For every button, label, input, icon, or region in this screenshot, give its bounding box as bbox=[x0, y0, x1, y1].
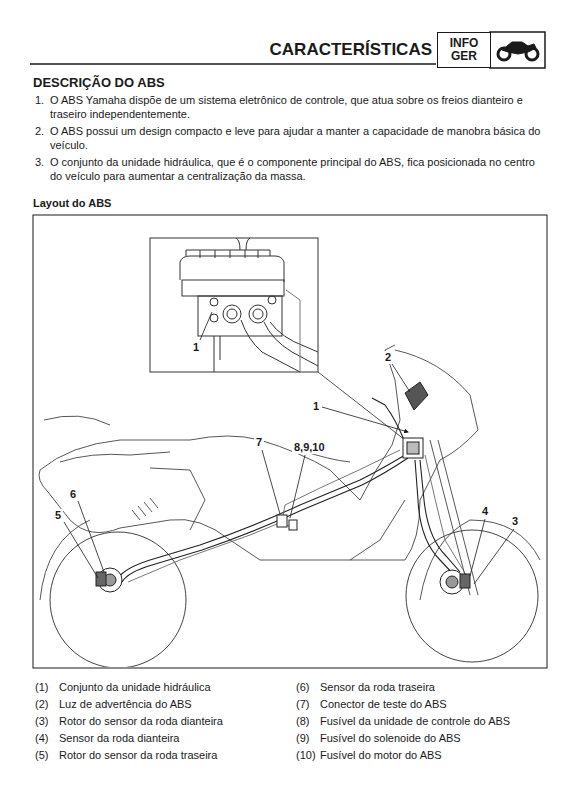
callout-number: 6 bbox=[68, 488, 78, 501]
section-tab-box: INFO GER bbox=[437, 32, 491, 68]
legend-number: (3) bbox=[35, 714, 48, 728]
layout-frame bbox=[33, 215, 547, 668]
page-header: CARACTERÍSTICAS bbox=[270, 40, 432, 60]
list-number: 1. bbox=[35, 93, 44, 107]
list-number: 2. bbox=[35, 124, 44, 138]
legend-text: Fusível do solenoide do ABS bbox=[320, 731, 570, 745]
hydraulic-unit-inset bbox=[150, 238, 405, 440]
legend-number: (9) bbox=[296, 731, 309, 745]
legend-number: (6) bbox=[296, 680, 309, 694]
list-text: O ABS Yamaha dispõe de um sistema eletrô… bbox=[50, 93, 547, 121]
legend-number: (4) bbox=[35, 731, 48, 745]
figure-heading: Layout do ABS bbox=[33, 196, 111, 210]
header-rule bbox=[30, 63, 436, 65]
legend-number: (2) bbox=[35, 697, 48, 711]
abs-parts bbox=[96, 382, 470, 594]
scooter-body-outline bbox=[39, 345, 540, 600]
callout-number: 7 bbox=[254, 436, 264, 449]
legend-number: (7) bbox=[296, 697, 309, 711]
legend-text: Rotor do sensor da roda dianteira bbox=[59, 714, 295, 728]
callout-number: 2 bbox=[383, 351, 393, 364]
callout-number: 8,9,10 bbox=[292, 441, 327, 454]
rear-wheel bbox=[50, 532, 186, 667]
legend-text: Conector de teste do ABS bbox=[320, 697, 570, 711]
icon-box bbox=[490, 32, 545, 68]
motorcycle-icon bbox=[498, 42, 538, 60]
legend-text: Fusível da unidade de controle do ABS bbox=[320, 714, 570, 728]
legend-text: Sensor da roda traseira bbox=[320, 680, 570, 694]
callout-number: 1 bbox=[311, 400, 321, 413]
list-text: O ABS possui um design compacto e leve p… bbox=[50, 124, 547, 152]
legend-text: Sensor da roda dianteira bbox=[59, 731, 295, 745]
legend-number: (8) bbox=[296, 714, 309, 728]
section-title: DESCRIÇÃO DO ABS bbox=[33, 75, 165, 90]
callout-number: 1 bbox=[191, 341, 201, 354]
list-number: 3. bbox=[35, 155, 44, 169]
callout-number: 4 bbox=[480, 505, 490, 518]
legend-text: Luz de advertência do ABS bbox=[59, 697, 295, 711]
front-wheel bbox=[406, 530, 538, 662]
wiring-harness bbox=[128, 450, 468, 582]
legend-text: Rotor do sensor da roda traseira bbox=[59, 748, 295, 762]
list-text: O conjunto da unidade hidráulica, que é … bbox=[50, 155, 547, 183]
callout-number: 3 bbox=[510, 515, 520, 528]
legend-number: (1) bbox=[35, 680, 48, 694]
legend-number: (5) bbox=[35, 748, 48, 762]
section-tab-label: INFO GER bbox=[446, 37, 482, 63]
callout-number: 5 bbox=[53, 509, 63, 522]
legend-text: Conjunto da unidade hidráulica bbox=[59, 680, 295, 694]
leader-lines bbox=[64, 312, 514, 584]
legend-number: (10) bbox=[296, 748, 316, 762]
legend-text: Fusível do motor do ABS bbox=[320, 748, 570, 762]
brake-hoses bbox=[118, 398, 460, 582]
